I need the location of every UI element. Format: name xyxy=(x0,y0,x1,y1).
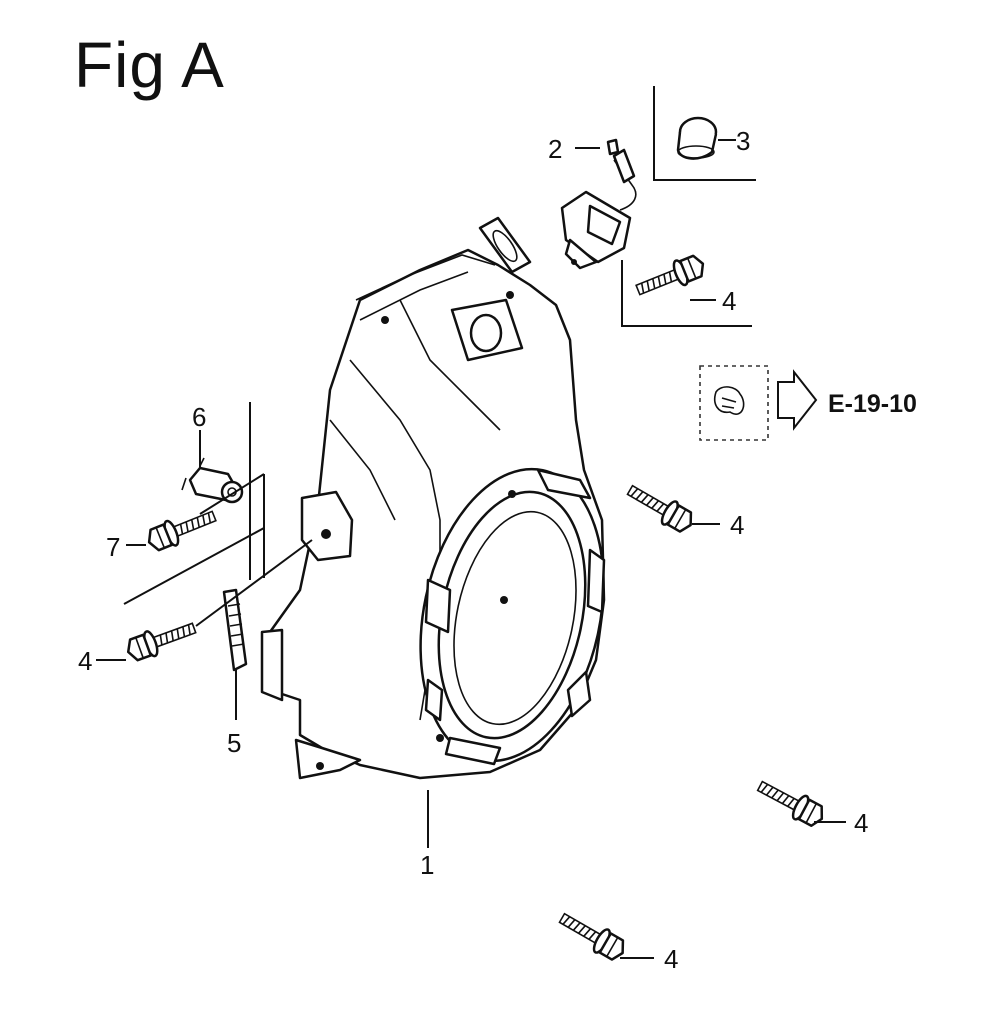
callout-2: 2 xyxy=(548,134,562,164)
callout-4: 4 xyxy=(722,286,736,316)
wire-clamp-icon xyxy=(181,457,244,504)
figure-title: Fig A xyxy=(74,29,225,101)
callout-3: 3 xyxy=(736,126,750,156)
callout-6: 6 xyxy=(192,402,206,432)
reference-arrow-icon xyxy=(699,365,818,441)
grommet-cap-icon xyxy=(653,86,756,181)
callout-5: 5 xyxy=(227,728,241,758)
callout-7: 7 xyxy=(106,532,120,562)
reference-label[interactable]: E-19-10 xyxy=(828,390,917,418)
callout-4: 4 xyxy=(730,510,744,540)
callout-4: 4 xyxy=(854,808,868,838)
stop-switch-icon xyxy=(560,138,637,270)
callout-1: 1 xyxy=(420,850,434,880)
fan-shroud-icon xyxy=(260,216,606,780)
seal-plate-icon xyxy=(222,588,248,672)
callout-4: 4 xyxy=(78,646,92,676)
callout-4: 4 xyxy=(664,944,678,974)
